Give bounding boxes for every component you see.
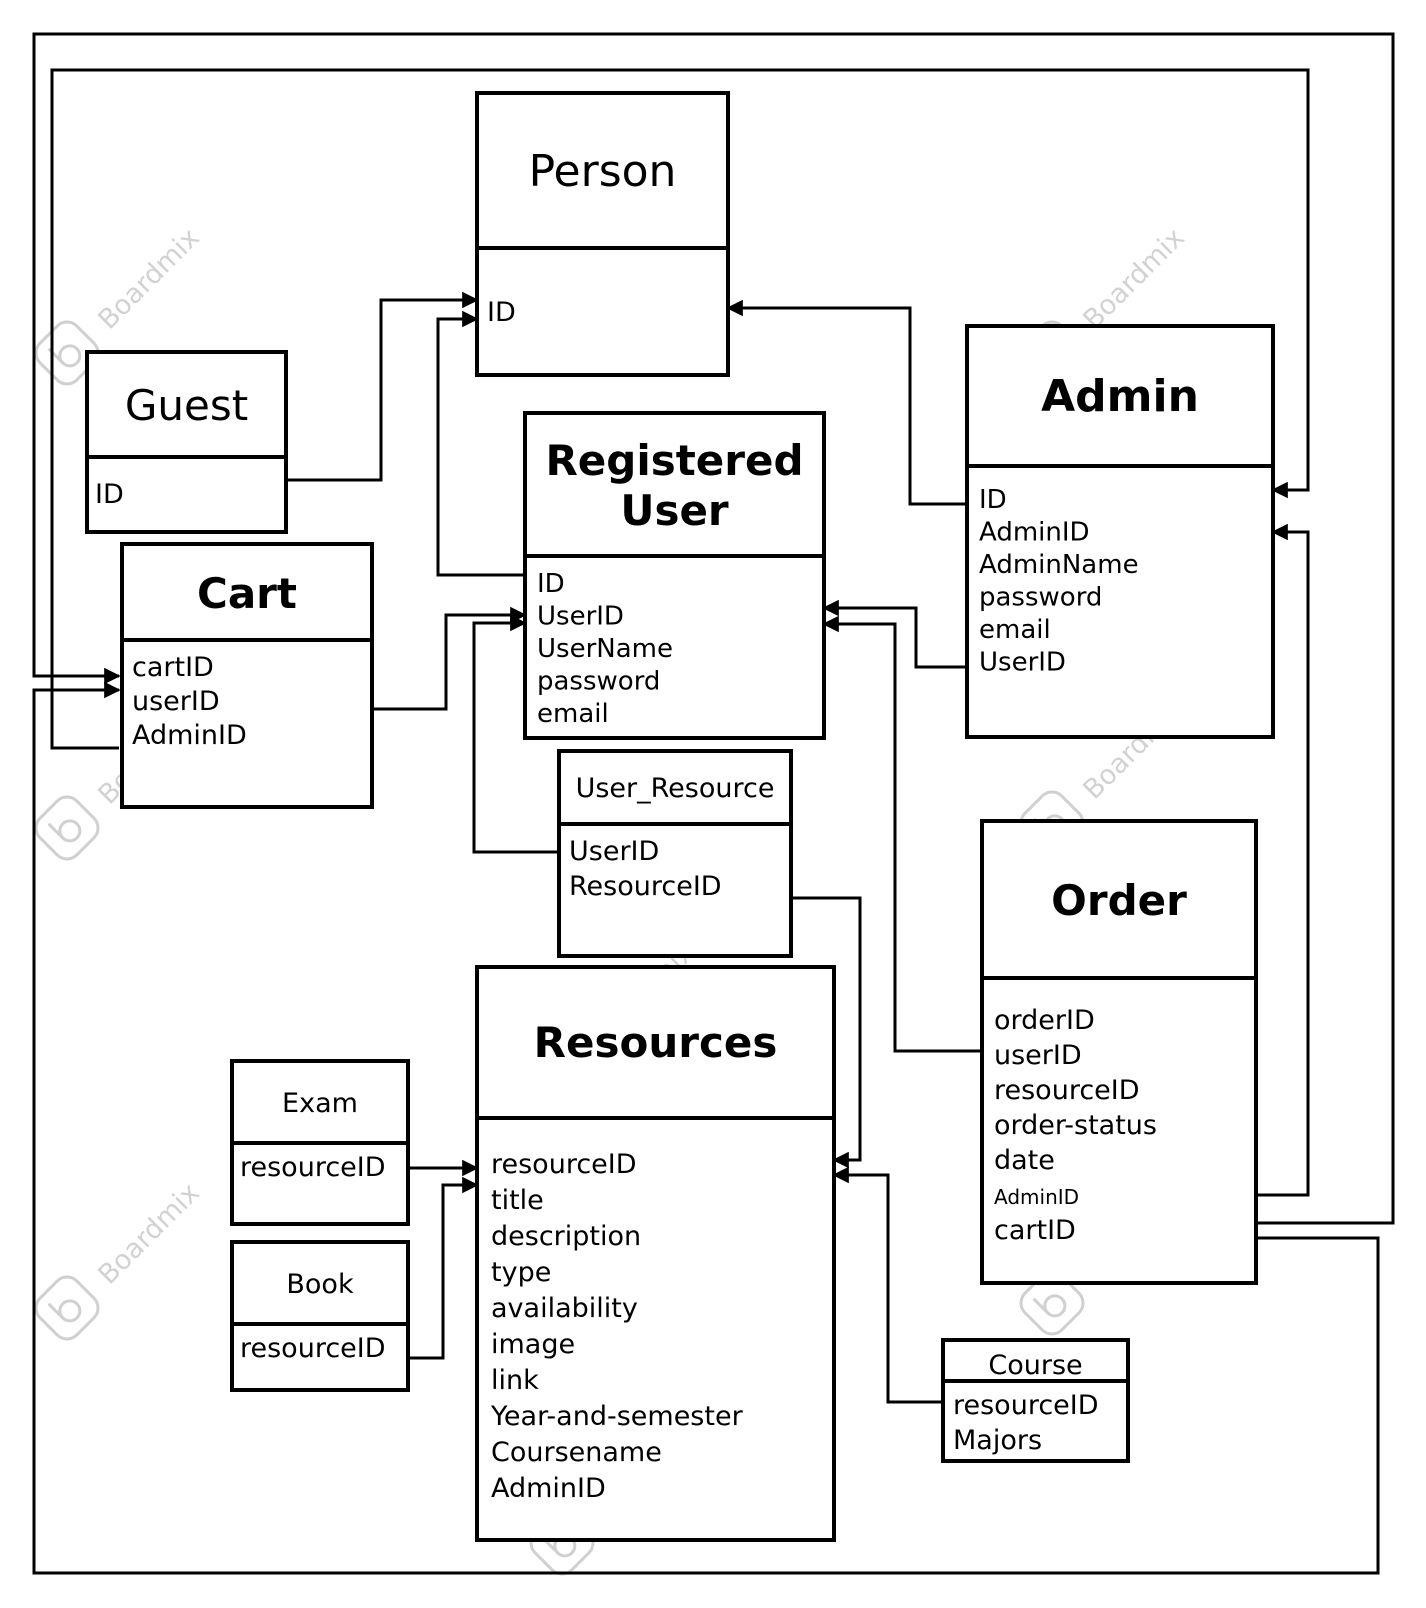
entity-field: resourceID (240, 1333, 386, 1364)
connector-order-adminid-to-admin (1256, 523, 1310, 1197)
entity-box (523, 411, 826, 740)
entity-title: Resources (534, 1018, 778, 1067)
entity-field: link (491, 1365, 539, 1396)
entity-title: Admin (1041, 371, 1199, 422)
entity-field: date (994, 1145, 1055, 1176)
entity-field: Coursename (491, 1437, 662, 1468)
entity-field: ID (537, 569, 565, 599)
connector-book-to-resources (408, 1176, 479, 1360)
connector-course-to-resources (832, 1166, 943, 1404)
entity-field: cartID (132, 652, 214, 683)
entity-field: ResourceID (569, 871, 722, 902)
connector-userresource-to-registered (472, 614, 559, 854)
entity-box (85, 350, 288, 534)
entity-field: availability (491, 1293, 638, 1324)
entity-field: Year-and-semester (490, 1401, 744, 1432)
entity-box (475, 965, 836, 1542)
connector-cart-to-registered (372, 606, 527, 711)
entity-field: password (979, 583, 1102, 613)
entity-field: resourceID (240, 1152, 386, 1183)
entity-box (120, 542, 374, 809)
entity-field: email (537, 699, 609, 729)
entity-title: Book (286, 1269, 354, 1300)
entity-field: AdminName (979, 550, 1139, 580)
watermark-text: Boardmix (1077, 222, 1190, 335)
entity-resources[interactable]: Resources resourceID title description type a… (475, 965, 836, 1542)
entity-field: ID (979, 485, 1007, 515)
entity-field: UserID (569, 836, 659, 867)
entity-field: AdminID (979, 518, 1090, 548)
entity-field: description (491, 1221, 641, 1252)
entity-box (965, 324, 1275, 739)
entity-box (980, 819, 1258, 1285)
entity-box (230, 1240, 410, 1392)
watermark-text: Boardmix (92, 1177, 205, 1290)
entity-title: Order (1051, 876, 1187, 925)
watermark: Boardmix (34, 1177, 206, 1341)
boardmix-logo-icon (34, 795, 100, 861)
entity-box (557, 749, 793, 958)
entity-field: password (537, 667, 660, 697)
entity-field: Majors (953, 1425, 1042, 1456)
entity-field: image (491, 1329, 575, 1360)
entity-title: Exam (282, 1088, 358, 1119)
entity-field: type (491, 1257, 551, 1288)
entity-field: resourceID (994, 1075, 1140, 1106)
connector-layer (32, 32, 1395, 1575)
connector-order-frame-to-cart (32, 681, 1380, 1575)
connector-registered-to-person (436, 310, 525, 577)
entity-field: email (979, 615, 1051, 645)
entity-field: cartID (994, 1215, 1076, 1246)
entity-layer: PersonIDGuestIDRegisteredUserIDUserIDUse… (85, 91, 1275, 1542)
entity-course[interactable]: Course resourceID Majors (941, 1338, 1130, 1463)
entity-title: Registered (545, 436, 803, 485)
entity-registered[interactable]: RegisteredUserIDUserIDUserNamepasswordem… (523, 411, 826, 740)
entity-exam[interactable]: Exam resourceID (230, 1059, 410, 1226)
entity-box (475, 91, 730, 377)
connector-admin-to-person (726, 299, 967, 506)
entity-field: title (491, 1185, 544, 1216)
entity-field: AdminID (994, 1185, 1079, 1209)
entity-title: Cart (197, 569, 297, 618)
entity-order[interactable]: Order orderID userID resourceID order-status… (980, 819, 1258, 1285)
entity-title: Course (988, 1350, 1082, 1381)
entity-field: userID (132, 686, 220, 717)
connector-userresource-to-resources (791, 896, 862, 1169)
entity-title: Guest (125, 381, 248, 430)
entity-title: User (620, 486, 729, 535)
entity-field: UserID (537, 602, 624, 632)
connector-guest-to-person (286, 291, 479, 482)
entity-field: resourceID (491, 1149, 637, 1180)
entity-book[interactable]: Book resourceID (230, 1240, 410, 1392)
entity-field: order-status (994, 1110, 1157, 1141)
boardmix-logo-icon (34, 1275, 100, 1341)
connector-cart-adminid-to-admin (50, 68, 1310, 750)
entity-field: ID (487, 297, 516, 328)
entity-admin[interactable]: AdminIDAdminIDAdminNamepasswordemailUser… (965, 324, 1275, 739)
watermark-text: Boardmix (92, 222, 205, 335)
entity-title: Person (529, 146, 677, 197)
entity-field: orderID (994, 1005, 1095, 1036)
entity-field: resourceID (953, 1390, 1099, 1421)
entity-box (941, 1338, 1130, 1463)
entity-field: ID (95, 479, 124, 510)
connector-order-to-registered (822, 615, 982, 1053)
entity-field: userID (994, 1040, 1082, 1071)
connector-order-cartid-to-cart (32, 32, 1395, 1225)
entity-field: AdminID (491, 1473, 606, 1504)
entity-field: UserName (537, 634, 673, 664)
connector-admin-to-registered (822, 599, 967, 669)
entity-title: User_Resource (576, 773, 775, 804)
entity-field: UserID (979, 648, 1066, 678)
entity-field: AdminID (132, 720, 247, 751)
